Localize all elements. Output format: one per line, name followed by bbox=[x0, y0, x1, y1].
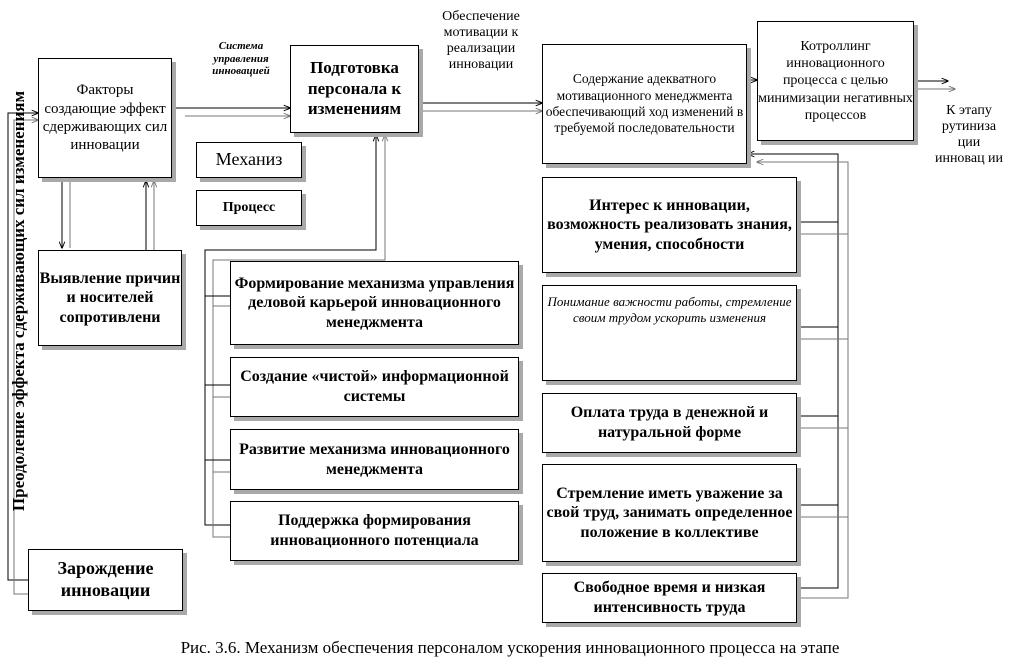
control-box: Котроллинг инновационного процесса с цел… bbox=[757, 21, 914, 141]
origin-box-text: Зарождение инновации bbox=[57, 558, 154, 600]
feedback-line-left bbox=[7, 113, 38, 581]
factors-box-text: Факторы создающие эффект сдерживающих си… bbox=[42, 82, 168, 154]
career-box: Формирование механизма управления делово… bbox=[230, 261, 519, 345]
content-box: Содержание адекватного мотивационного ме… bbox=[542, 44, 747, 164]
develop-box-text: Развитие механизма инновационного менедж… bbox=[239, 440, 510, 478]
figure-caption: Рис. 3.6. Механизм обеспечения персонало… bbox=[180, 638, 840, 657]
pay-box-text: Оплата труда в денежной и натуральной фо… bbox=[570, 404, 769, 441]
interest-box: Интерес к инновации, возможность реализо… bbox=[542, 177, 797, 273]
potential-box: Поддержка формирования инновационного по… bbox=[230, 501, 519, 561]
next-stage-label: К этапу рутиниза ции инновац ии bbox=[934, 103, 1004, 167]
identify-box: Выявление причин и носителей сопротивлен… bbox=[38, 250, 182, 346]
interest-box-text: Интерес к инновации, возможность реализо… bbox=[547, 196, 792, 253]
control-box-text: Котроллинг инновационного процесса с цел… bbox=[758, 39, 913, 123]
freetime-box: Свободное время и низкая интенсивность т… bbox=[542, 573, 797, 623]
develop-box: Развитие механизма инновационного менедж… bbox=[230, 429, 519, 490]
process-box-text: Процесс bbox=[222, 200, 276, 216]
pay-box: Оплата труда в денежной и натуральной фо… bbox=[542, 393, 797, 453]
freetime-box-text: Свободное время и низкая интенсивность т… bbox=[573, 579, 766, 616]
feedback-line-left-gray bbox=[13, 120, 38, 595]
content-box-text: Содержание адекватного мотивационного ме… bbox=[545, 71, 744, 136]
info-box: Создание «чистой» информационной системы bbox=[230, 357, 519, 417]
bus-mechanisms-gray bbox=[212, 135, 385, 538]
mechanism-box-text: Механиз bbox=[215, 149, 283, 170]
origin-box: Зарождение инновации bbox=[28, 549, 183, 611]
career-box-text: Формирование механизма управления делово… bbox=[234, 274, 515, 331]
training-box: Подготовка персонала к изменениям bbox=[290, 45, 419, 133]
vertical-label: Преодоление эффекта сдерживающих сил изм… bbox=[9, 90, 28, 512]
factors-box: Факторы создающие эффект сдерживающих си… bbox=[38, 58, 172, 178]
bus-motivation-gray bbox=[757, 162, 849, 599]
respect-box-text: Стремление иметь уважение за свой труд, … bbox=[546, 484, 793, 541]
identify-box-text: Выявление причин и носителей сопротивлен… bbox=[39, 269, 181, 326]
info-box-text: Создание «чистой» информационной системы bbox=[240, 368, 509, 405]
understand-box: Понимание важности работы, стремление св… bbox=[542, 285, 797, 381]
training-box-text: Подготовка персонала к изменениям bbox=[307, 57, 402, 119]
process-box: Процесс bbox=[196, 190, 302, 226]
mechanism-box: Механиз bbox=[196, 142, 302, 178]
bus-motivation-black bbox=[748, 154, 839, 589]
respect-box: Стремление иметь уважение за свой труд, … bbox=[542, 464, 797, 562]
understand-box-text: Понимание важности работы, стремление св… bbox=[547, 294, 792, 325]
potential-box-text: Поддержка формирования инновационного по… bbox=[270, 512, 479, 549]
system-label: Система управления инновацией bbox=[212, 40, 270, 78]
motivation-label: Обеспечение мотивации к реализации иннов… bbox=[442, 9, 520, 73]
